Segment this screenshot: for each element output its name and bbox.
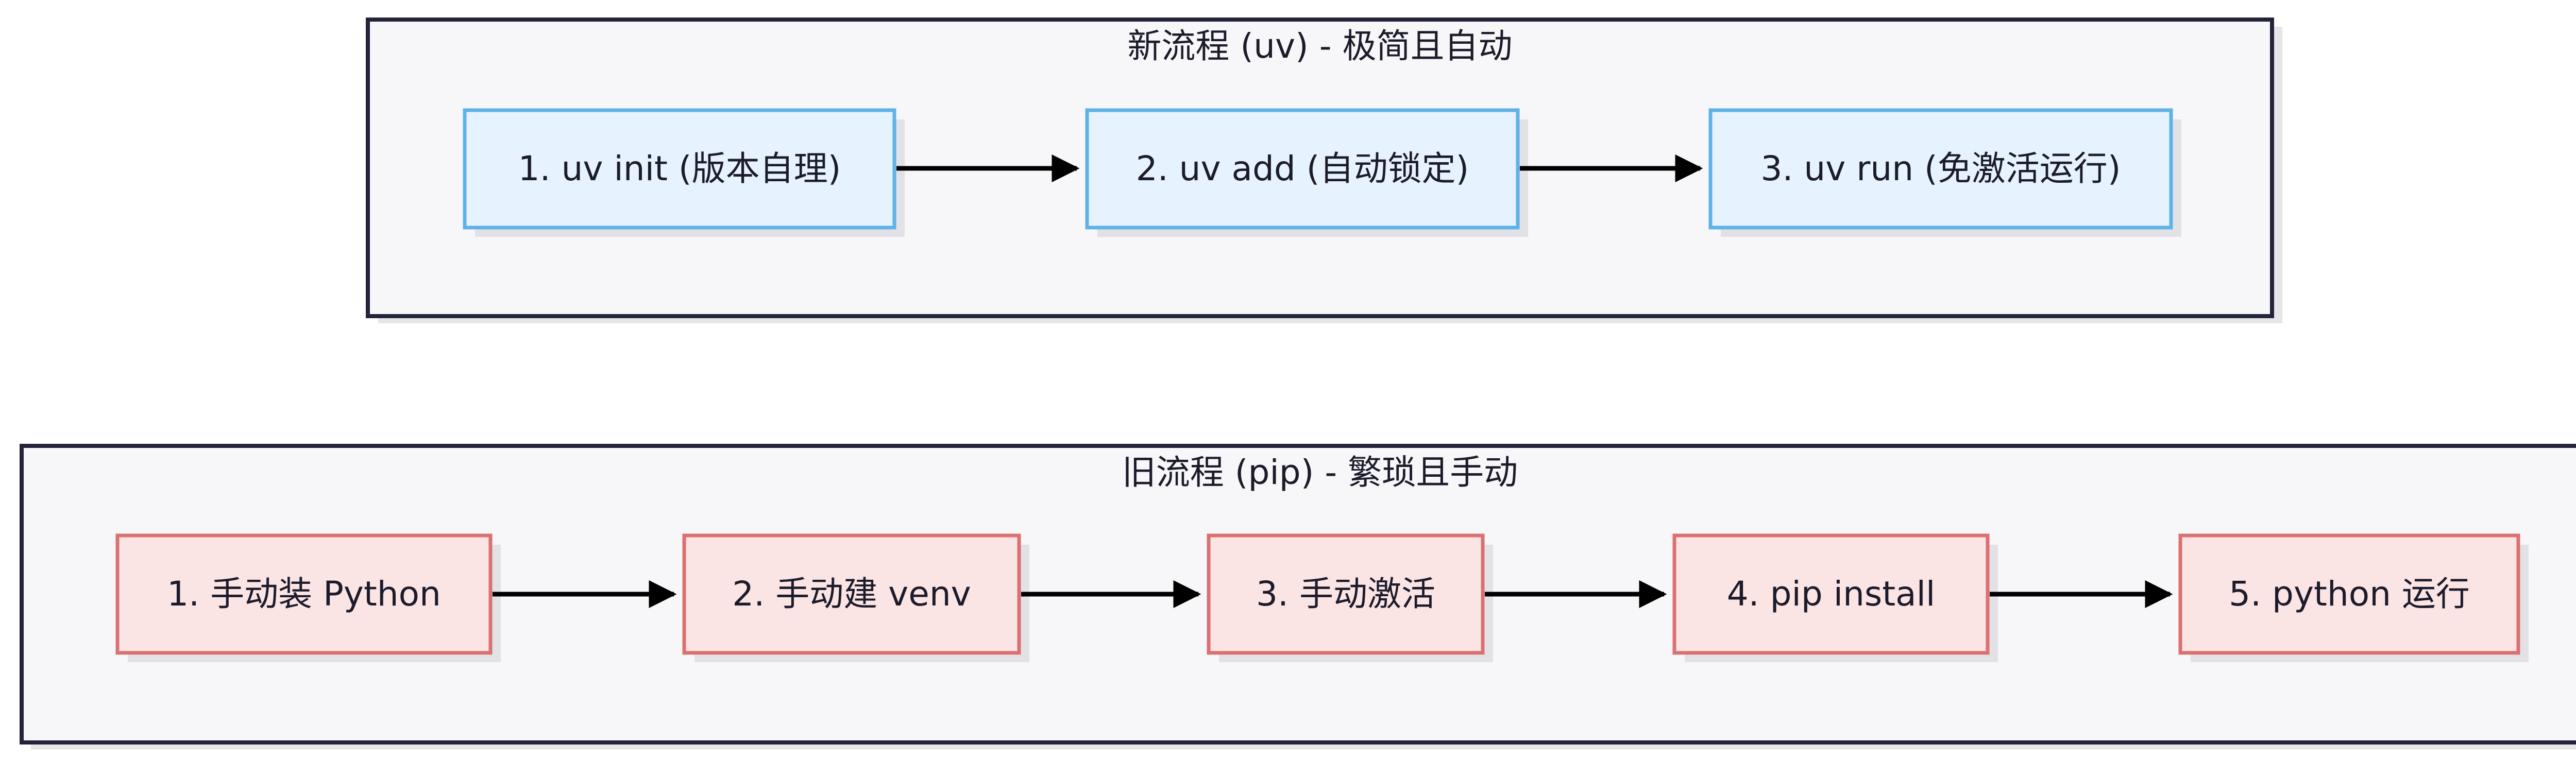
old-flow-title: 旧流程 (pip) - 繁琐且手动 xyxy=(1122,453,1518,492)
old-flow-group: 旧流程 (pip) - 繁琐且手动 1. 手动装 Python 2. 手动建 v… xyxy=(20,444,2576,750)
old-flow-step-1 xyxy=(115,533,493,655)
new-flow-step-1 xyxy=(463,108,896,230)
old-flow-step-4-label: 4. pip install xyxy=(1727,574,1936,614)
new-flow-step-3-label: 3. uv run (免激活运行) xyxy=(1760,149,2121,188)
new-flow-step-3 xyxy=(1708,108,2173,230)
old-flow-step-4 xyxy=(1672,533,1990,655)
old-flow-step-2 xyxy=(682,533,1021,655)
new-flow-group: 新流程 (uv) - 极简且自动 1. uv init (版本自理) 2. uv… xyxy=(366,18,2282,323)
old-flow-step-2-label: 2. 手动建 venv xyxy=(732,574,971,614)
old-flow-step-5 xyxy=(2178,533,2520,655)
new-flow-step-2 xyxy=(1085,108,1520,230)
old-flow-step-1-label: 1. 手动装 Python xyxy=(167,574,441,614)
old-flow-step-3 xyxy=(1207,533,1485,655)
old-flow-step-5-label: 5. python 运行 xyxy=(2229,574,2470,614)
new-flow-title: 新流程 (uv) - 极简且自动 xyxy=(1127,26,1512,66)
old-flow-step-3-label: 3. 手动激活 xyxy=(1256,574,1435,614)
new-flow-step-2-label: 2. uv add (自动锁定) xyxy=(1136,149,1469,188)
new-flow-step-1-label: 1. uv init (版本自理) xyxy=(518,149,841,188)
